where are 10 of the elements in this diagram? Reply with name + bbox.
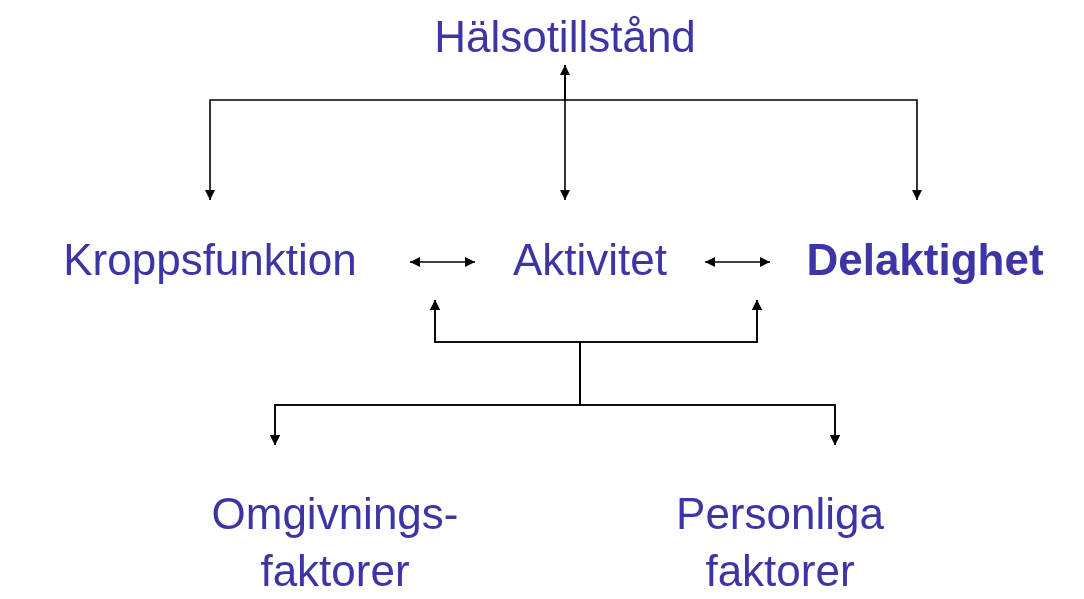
node-label: Delaktighet	[806, 234, 1044, 287]
node-label: Personliga faktorer	[675, 487, 885, 597]
node-label: Omgivnings- faktorer	[210, 487, 460, 597]
arrow	[409, 257, 476, 267]
node-label: Kroppsfunktion	[63, 234, 357, 287]
arrow	[564, 64, 922, 201]
arrow	[704, 257, 771, 267]
node-label: Aktivitet	[512, 234, 667, 287]
arrow	[579, 299, 840, 446]
node-label: Hälsotillstånd	[434, 10, 696, 63]
